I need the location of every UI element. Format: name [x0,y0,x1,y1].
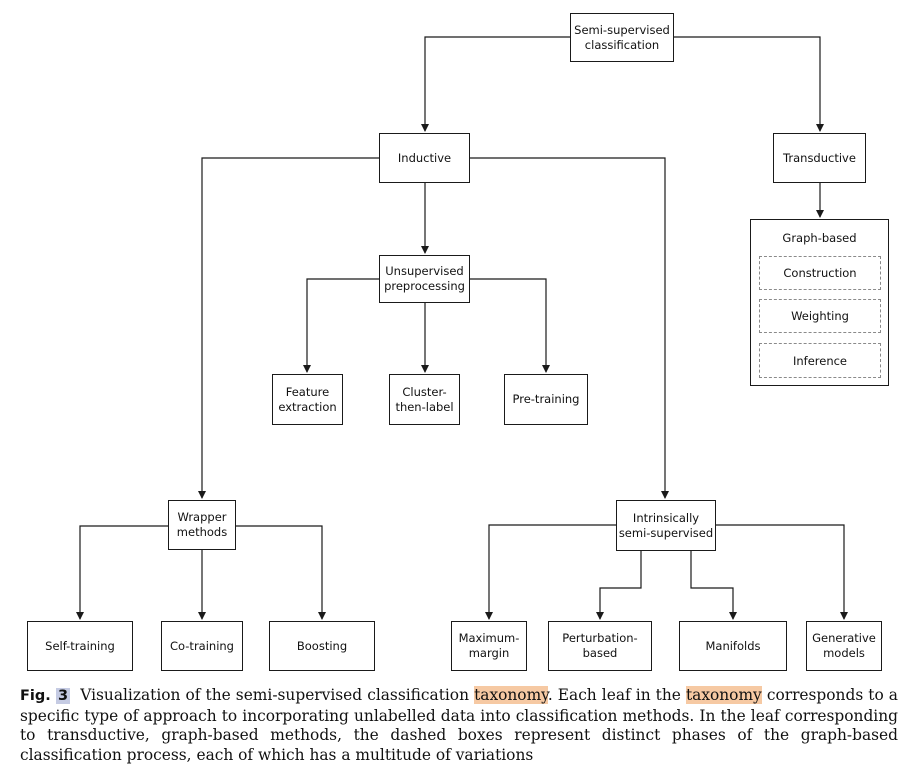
phase-inference: Inference [759,343,881,378]
node-feature-extraction: Feature extraction [272,374,343,425]
diagram-edges [76,36,848,620]
node-intrinsically-semi-supervised: Intrinsically semi-supervised [616,500,716,551]
node-inductive: Inductive [379,133,470,183]
node-manifolds: Manifolds [679,621,787,671]
node-unsupervised-preprocessing: Unsupervised preprocessing [379,255,470,303]
edge-wrapper-self [76,525,168,620]
graph-based-title: Graph-based [782,231,857,245]
edge-inductive-intrinsic [470,157,669,499]
phase-construction: Construction [759,256,881,290]
edge-unsup-feature [303,278,379,373]
edge-root-inductive [421,36,570,132]
edge-intrinsic-generative [716,524,848,620]
caption-text-2: . Each leaf in the [547,686,686,704]
node-self-training: Self-training [27,621,133,671]
node-wrapper-methods: Wrapper methods [168,500,236,550]
edge-inductive-wrapper [198,157,379,499]
node-root: Semi-supervised classification [570,13,674,62]
edge-unsup-pretraining [470,278,550,373]
edge-root-transductive [674,36,824,132]
node-pre-training: Pre-training [504,374,588,425]
edge-wrapper-boosting [236,525,326,620]
graph-based-container: Graph-based Construction Weighting Infer… [750,219,889,386]
caption-text-3: corresponds to a specific type of approa… [20,686,898,764]
phase-weighting: Weighting [759,299,881,333]
figure-caption: Fig. 3 Visualization of the semi-supervi… [20,686,898,765]
node-perturbation-based: Perturbation- based [548,621,652,671]
figure-number: 3 [56,688,71,704]
highlight-taxonomy-1: taxonomy [474,686,548,704]
node-maximum-margin: Maximum- margin [451,621,527,671]
taxonomy-diagram: Semi-supervised classification Inductive… [27,13,889,671]
highlight-taxonomy-2: taxonomy [685,686,762,704]
edge-intrinsic-manifolds [690,551,737,620]
node-cluster-then-label: Cluster- then-label [389,374,460,425]
edge-intrinsic-maxmargin [485,524,616,620]
edge-intrinsic-perturbation [596,551,642,620]
node-transductive: Transductive [773,133,866,183]
figure-label: Fig. 3 [20,688,71,704]
caption-text-1: Visualization of the semi-supervised cla… [80,686,475,704]
node-boosting: Boosting [269,621,375,671]
node-generative-models: Generative models [806,621,882,671]
node-co-training: Co-training [161,621,243,671]
